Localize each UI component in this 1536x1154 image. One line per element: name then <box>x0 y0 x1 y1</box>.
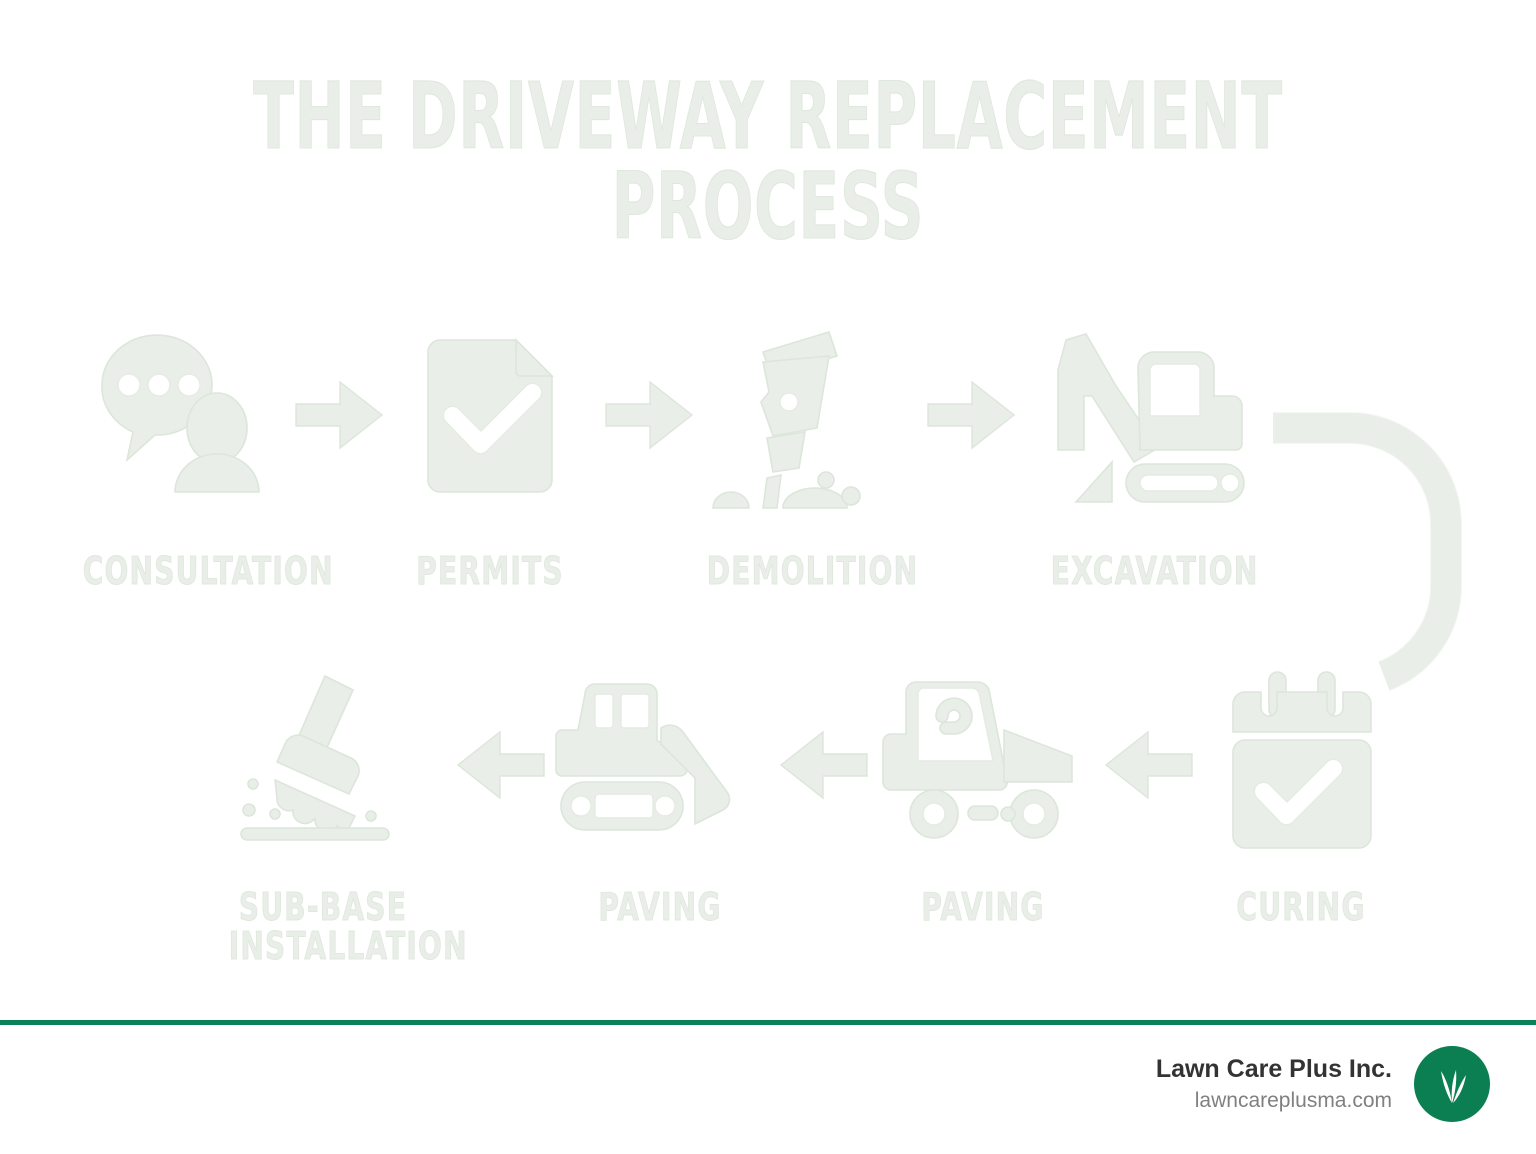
process-step-label: DEMOLITION <box>706 549 919 593</box>
process-step-label: PERMITS <box>416 549 564 593</box>
process-step-label: PAVING <box>598 885 722 929</box>
process-row-top: CONSULTATION PERMITS <box>0 330 1536 620</box>
process-step-sub-base-installation: SUB-BASE INSTALLATION <box>208 660 468 968</box>
speech-bubble-person-icon <box>62 330 292 510</box>
brand-name: Lawn Care Plus Inc. <box>1155 1054 1392 1083</box>
process-step-paving-truck: PAVING <box>868 660 1098 927</box>
arrow-right-icon <box>288 370 388 460</box>
tamper-compactor-icon <box>208 660 438 860</box>
footer-divider <box>0 1020 1536 1025</box>
process-row-bottom: SUB-BASE INSTALLATION PA <box>0 660 1536 990</box>
bulldozer-icon <box>545 660 775 860</box>
document-check-icon <box>375 330 605 510</box>
process-step-label: CURING <box>1236 885 1366 929</box>
process-step-demolition: DEMOLITION <box>686 330 919 593</box>
process-step-label: CONSULTATION <box>82 549 334 593</box>
page-title: THE DRIVEWAY REPLACEMENT PROCESS <box>253 63 1283 261</box>
excavator-icon <box>1030 330 1260 510</box>
brand-website[interactable]: lawncareplusma.com <box>1194 1088 1392 1112</box>
arrow-right-icon <box>598 370 698 460</box>
footer-text-block: Lawn Care Plus Inc. lawncareplusma.com <box>1156 1053 1392 1115</box>
arrow-left-icon <box>452 720 552 810</box>
process-step-excavation: EXCAVATION <box>1030 330 1260 591</box>
calendar-check-icon <box>1186 660 1416 860</box>
arrow-left-icon <box>775 720 875 810</box>
grass-blades-logo-icon <box>1414 1046 1490 1122</box>
process-step-consultation: CONSULTATION <box>62 330 334 593</box>
process-step-label: EXCAVATION <box>1050 549 1259 593</box>
dump-truck-icon <box>868 660 1098 860</box>
arrow-left-icon <box>1100 720 1200 810</box>
process-step-paving-bulldozer: PAVING <box>545 660 775 927</box>
arrow-right-icon <box>920 370 1020 460</box>
jackhammer-icon <box>686 330 916 510</box>
process-step-curing: CURING <box>1186 660 1416 927</box>
process-step-permits: PERMITS <box>375 330 605 591</box>
footer: Lawn Care Plus Inc. lawncareplusma.com <box>1156 1046 1490 1122</box>
process-step-label: PAVING <box>921 885 1045 929</box>
curved-connector-icon <box>1255 410 1485 710</box>
process-step-label: SUB-BASE INSTALLATION <box>228 885 468 968</box>
